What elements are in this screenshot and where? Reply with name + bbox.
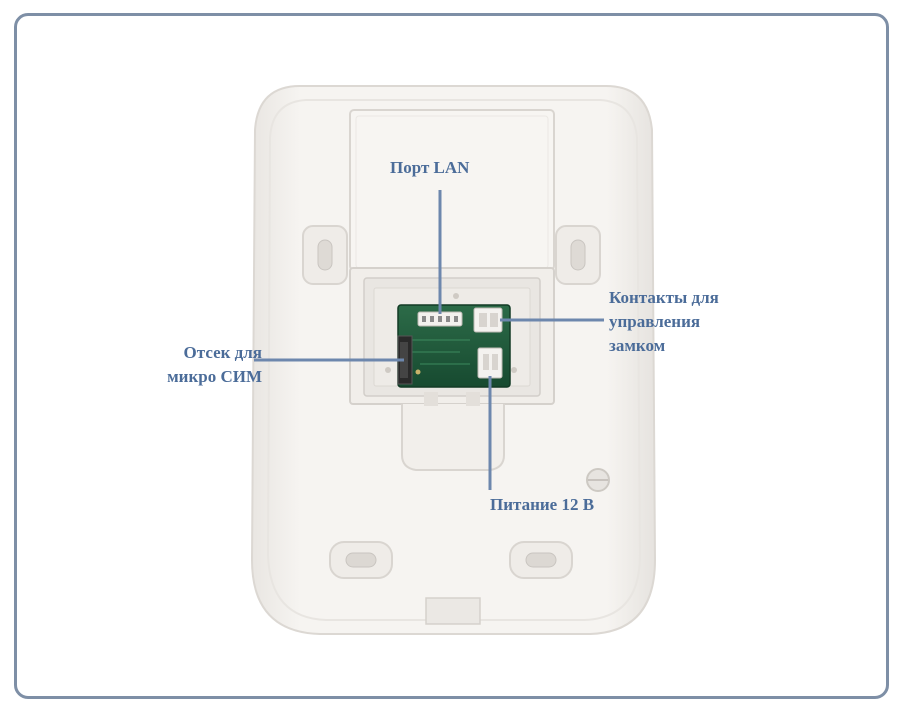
mount-slot-bottom-right	[509, 541, 573, 579]
sim-slot-label-line1: Отсек для	[183, 343, 262, 362]
power-label: Питание 12 В	[490, 495, 595, 514]
lan-port-label: Порт LAN	[390, 158, 470, 177]
lock-contacts-label: Контакты для управления замком	[609, 286, 719, 358]
callout-lines	[254, 190, 604, 490]
screw-hole	[586, 468, 610, 492]
lock-contacts-connector	[473, 307, 503, 333]
sim-slot-label: Отсек для микро СИМ	[130, 341, 262, 389]
power-connector	[477, 347, 503, 379]
lan-connector	[417, 311, 463, 327]
lock-contacts-label-line1: Контакты для	[609, 288, 719, 307]
lock-contacts-label-line3: замком	[609, 336, 666, 355]
bottom-notch	[425, 597, 481, 625]
cable-channel	[401, 392, 505, 471]
mount-slot-left	[302, 225, 348, 285]
lock-contacts-label-line2: управления	[609, 312, 701, 331]
upper-panel	[349, 109, 555, 271]
mount-slot-right	[555, 225, 601, 285]
mount-slot-bottom-left	[329, 541, 393, 579]
sim-slot-label-line2: микро СИМ	[167, 367, 262, 386]
